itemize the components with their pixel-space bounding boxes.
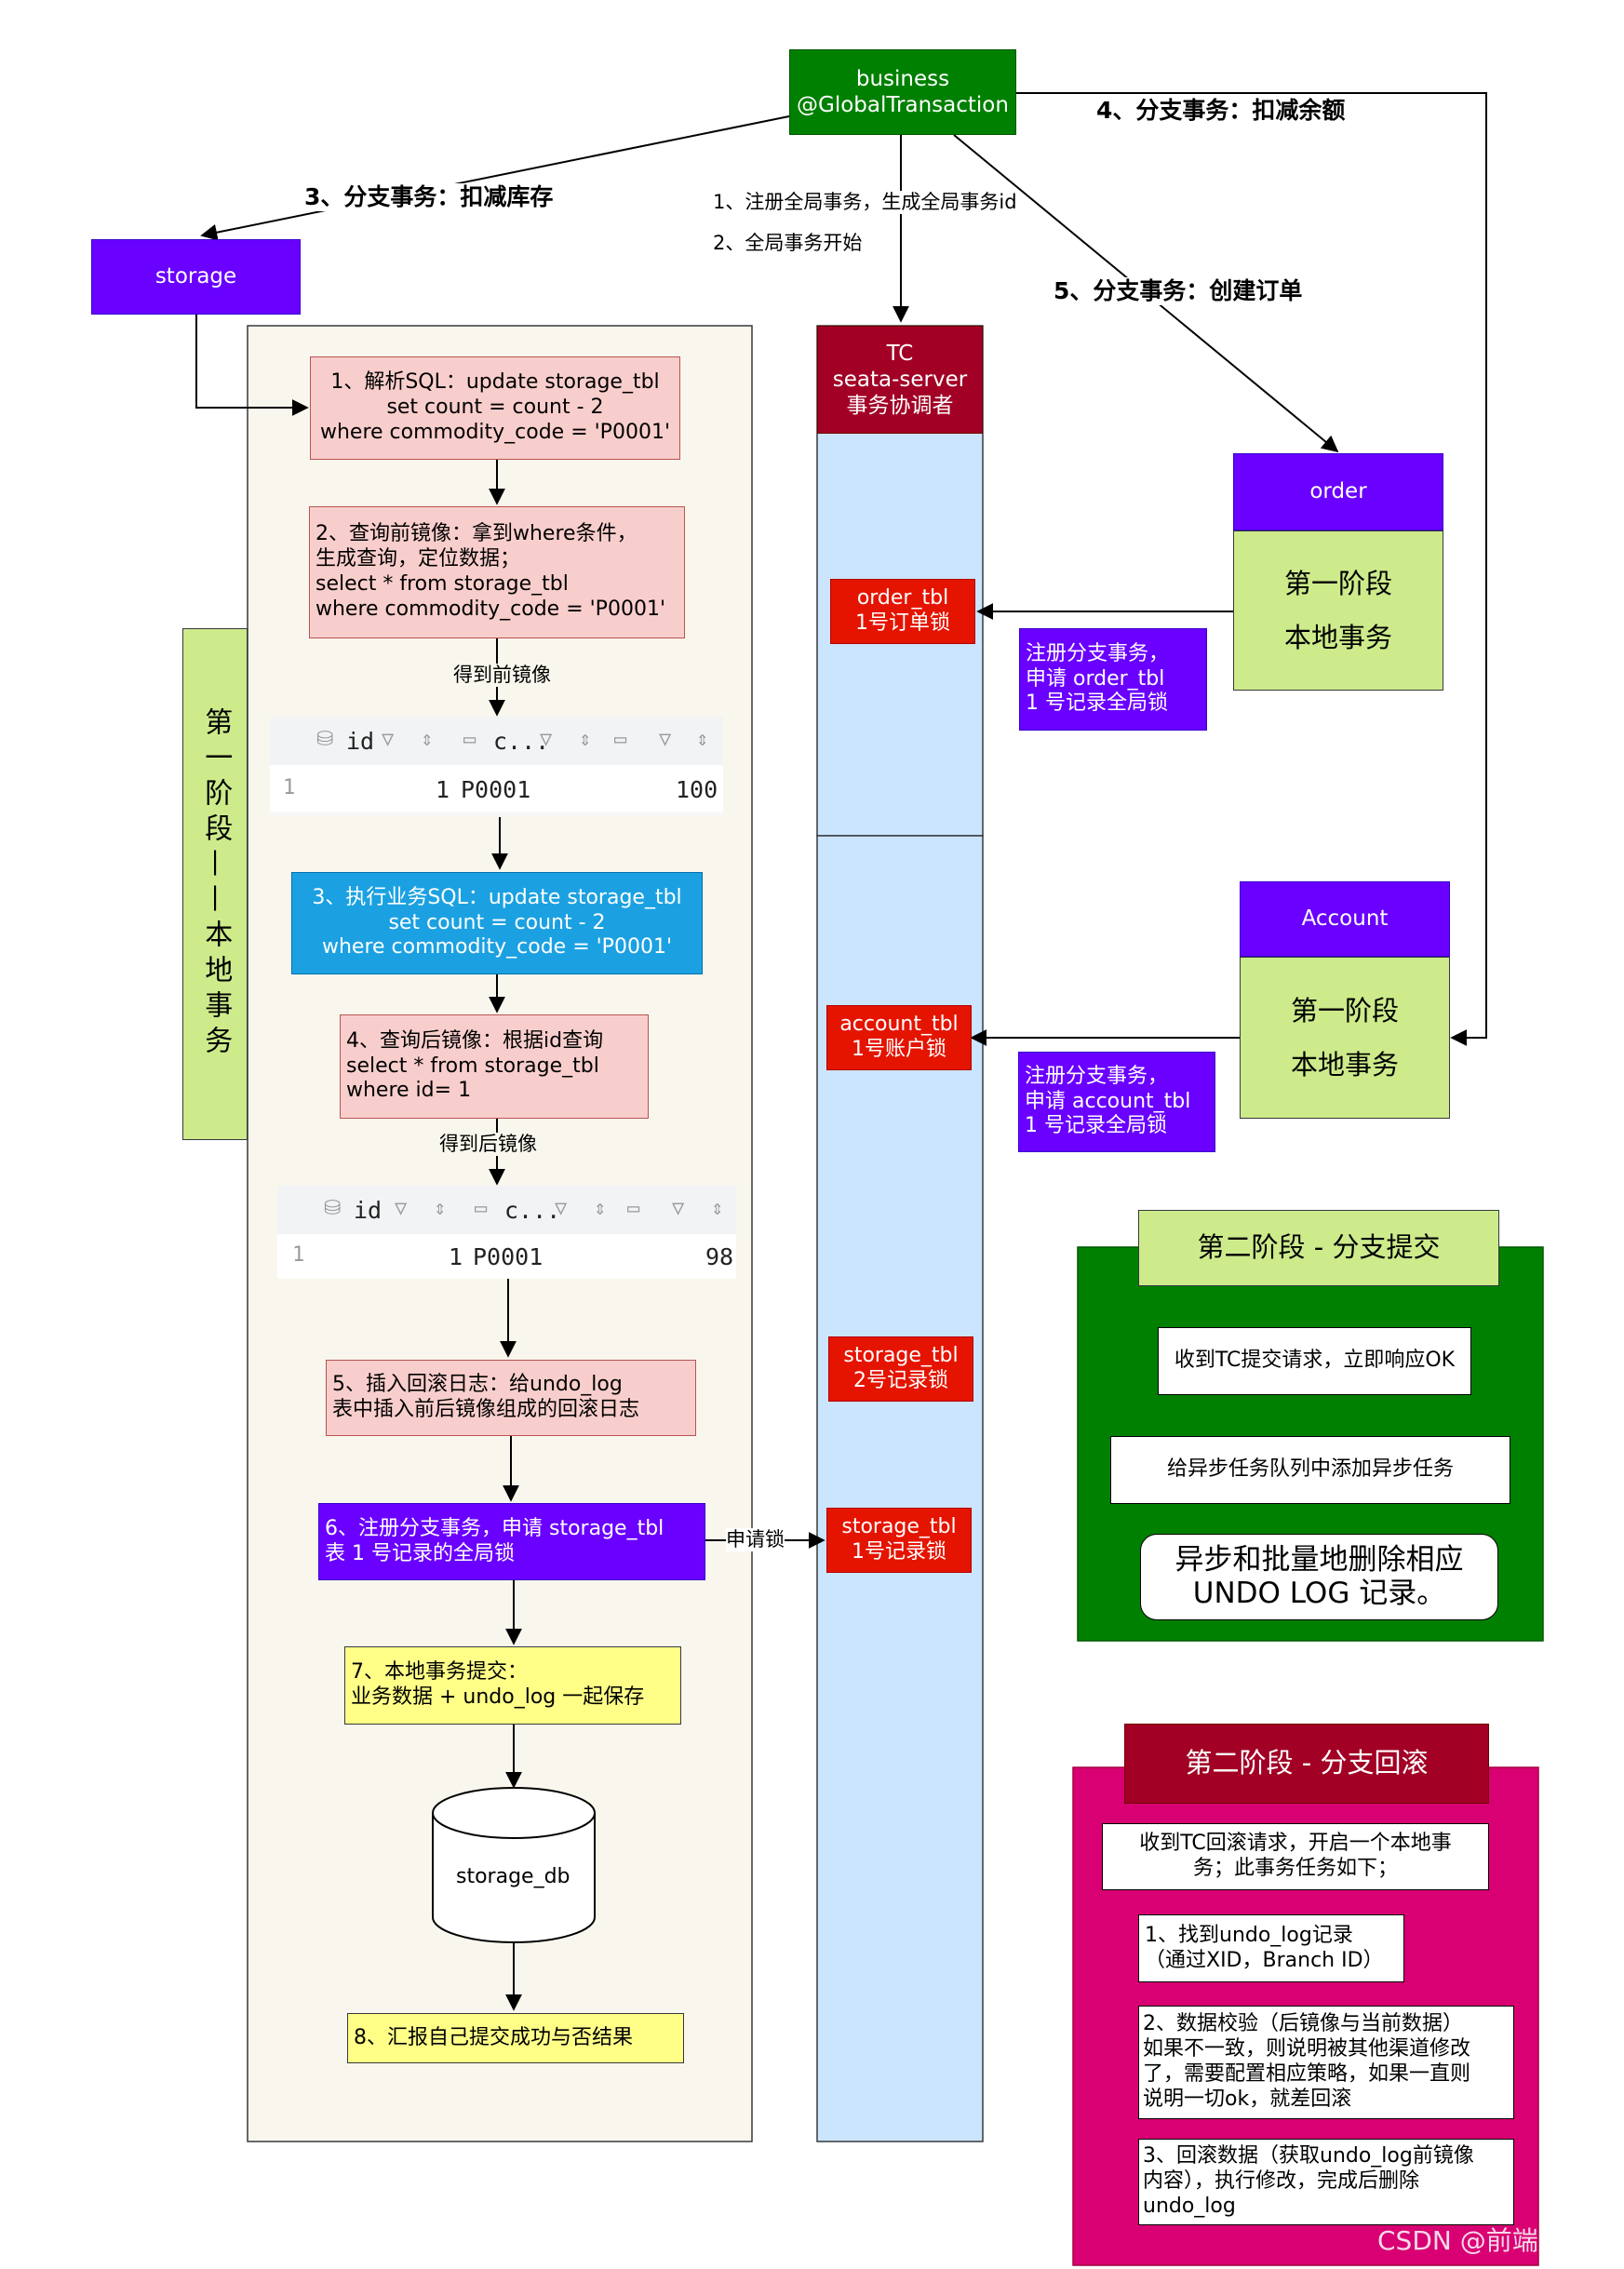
sort-icon[interactable]: ⇕ [434,1197,447,1220]
column-icon: ▭ [475,1197,488,1220]
commit-item-respond-ok: 收到TC提交请求，立即响应OK [1158,1327,1471,1395]
rollback-panel-title: 第二阶段 - 分支回滚 [1124,1724,1489,1804]
step2-before-image: 2、查询前镜像：拿到where条件， 生成查询，定位数据； select * f… [309,506,685,638]
storage-label: storage [154,264,237,289]
filter-icon[interactable]: ▽ [540,728,553,751]
label-after-image: 得到后镜像 [439,1133,537,1157]
commit-item-async-task: 给异步任务队列中添加异步任务 [1110,1436,1510,1504]
row-number: 1 [292,1243,305,1267]
business-label: business [855,66,950,91]
order-node: order [1233,453,1443,530]
step6-register-branch: 6、注册分支事务，申请 storage_tbl 表 1 号记录的全局锁 [318,1503,705,1580]
lock-order-tbl: order_tbl 1号订单锁 [830,579,975,644]
after-image-table: ⛁ id ▽ ⇕ ▭ c... ▽ ⇕ ▭ ▽ ⇕ 1 1 P0001 98 [277,1186,736,1279]
column-header-code[interactable]: c... [504,1197,561,1224]
rollback-item-validate: 2、数据校验（后镜像与当前数据） 如果不一致，则说明被其他渠道修改 了，需要配置… [1138,2006,1514,2119]
storage-node: storage [91,239,301,315]
cell-id: 1 [436,776,450,803]
filter-icon[interactable]: ▽ [659,728,672,751]
lock-account-tbl: account_tbl 1号账户锁 [826,1005,972,1070]
column-icon: ▭ [614,728,627,751]
label-register-global: 1、注册全局事务，生成全局事务id [713,191,1017,215]
column-icon: ⛁ [316,728,334,751]
register-account-note: 注册分支事务， 申请 account_tbl 1 号记录全局锁 [1018,1052,1215,1152]
rollback-item-start-local: 收到TC回滚请求，开启一个本地事 务；此事务任务如下； [1102,1823,1489,1890]
watermark: CSDN @前端小马 [1377,2225,1590,2256]
commit-panel-title: 第二阶段 - 分支提交 [1138,1210,1499,1286]
label-before-image: 得到前镜像 [453,664,551,688]
cell-id: 1 [449,1243,463,1270]
sort-icon[interactable]: ⇕ [594,1197,607,1220]
sort-icon[interactable]: ⇕ [421,728,434,751]
label-apply-lock: 申请锁 [726,1528,785,1552]
column-icon: ▭ [627,1197,640,1220]
business-annotation: @GlobalTransaction [797,93,1009,117]
cell-code: P0001 [461,776,531,803]
storage-db-label: storage_db [456,1865,570,1888]
account-label: Account [1301,906,1389,932]
order-phase1-subtitle: 本地事务 [1283,622,1392,653]
filter-icon[interactable]: ▽ [555,1197,568,1220]
phase1-vertical-label: 第一阶段——本地事务 [182,628,248,1140]
column-icon: ⛁ [324,1197,342,1220]
rollback-item-restore: 3、回滚数据（获取undo_log前镜像 内容），执行修改，完成后删除 undo… [1138,2139,1514,2225]
edge-storage-step1 [195,315,309,416]
column-header-id[interactable]: id [354,1197,383,1224]
table-header [270,717,723,766]
order-label: order [1309,479,1367,504]
label-branch-balance: 4、分支事务：扣减余额 [1096,97,1346,125]
register-order-note: 注册分支事务， 申请 order_tbl 1 号记录全局锁 [1019,628,1207,731]
business-node: business @GlobalTransaction [789,49,1016,135]
sort-icon[interactable]: ⇕ [696,728,709,751]
column-icon: ▭ [463,728,476,751]
filter-icon[interactable]: ▽ [382,728,395,751]
label-branch-order: 5、分支事务：创建订单 [1054,277,1303,305]
column-header-code[interactable]: c... [493,728,550,755]
step4-after-image: 4、查询后镜像：根据id查询 select * from storage_tbl… [340,1014,649,1119]
lock-storage-tbl-1: storage_tbl 1号记录锁 [826,1508,972,1573]
lock-storage-tbl-2: storage_tbl 2号记录锁 [828,1336,973,1402]
cell-code: P0001 [473,1243,544,1270]
step8-report-result: 8、汇报自己提交成功与否结果 [347,2013,684,2063]
row-number: 1 [283,776,296,799]
sort-icon[interactable]: ⇕ [579,728,592,751]
account-phase1-title: 第一阶段 [1290,994,1399,1027]
table-row [270,765,723,812]
step7-local-commit: 7、本地事务提交： 业务数据 + undo_log 一起保存 [344,1646,681,1725]
tc-server: seata-server [832,367,968,392]
label-branch-stock: 3、分支事务：扣减库存 [304,183,554,211]
commit-item-delete-undo: 异步和批量地删除相应 UNDO LOG 记录。 [1140,1534,1498,1620]
storage-db-cylinder [432,1787,596,1943]
edge-business-storage [200,115,790,241]
account-node: Account [1240,881,1450,957]
cell-count: 98 [705,1243,734,1270]
tc-role: 事务协调者 [846,394,954,419]
before-image-table: ⛁ id ▽ ⇕ ▭ c... ▽ ⇕ ▭ ▽ ⇕ 1 1 P0001 100 [270,717,723,815]
rollback-item-find-undo: 1、找到undo_log记录 （通过XID，Branch ID） [1138,1914,1404,1982]
filter-icon[interactable]: ▽ [672,1197,685,1220]
account-phase1-subtitle: 本地事务 [1290,1049,1399,1081]
cell-count: 100 [676,776,718,803]
step1-parse-sql: 1、解析SQL：update storage_tbl set count = c… [310,356,680,460]
label-global-start: 2、全局事务开始 [713,232,863,256]
table-row [277,1234,736,1279]
column-header-id[interactable]: id [346,728,375,755]
table-header [277,1186,736,1235]
order-phase1-node: 第一阶段 本地事务 [1233,530,1443,691]
edge-business-account [1016,92,1487,1046]
step5-undo-log: 5、插入回滚日志：给undo_log 表中插入前后镜像组成的回滚日志 [326,1360,696,1436]
tc-title: TC [886,341,914,366]
step3-exec-sql: 3、执行业务SQL：update storage_tbl set count =… [291,872,703,974]
tc-node: TC seata-server 事务协调者 [817,326,983,434]
order-phase1-title: 第一阶段 [1283,567,1392,599]
filter-icon[interactable]: ▽ [395,1197,408,1220]
account-phase1-node: 第一阶段 本地事务 [1240,957,1450,1119]
sort-icon[interactable]: ⇕ [711,1197,724,1220]
